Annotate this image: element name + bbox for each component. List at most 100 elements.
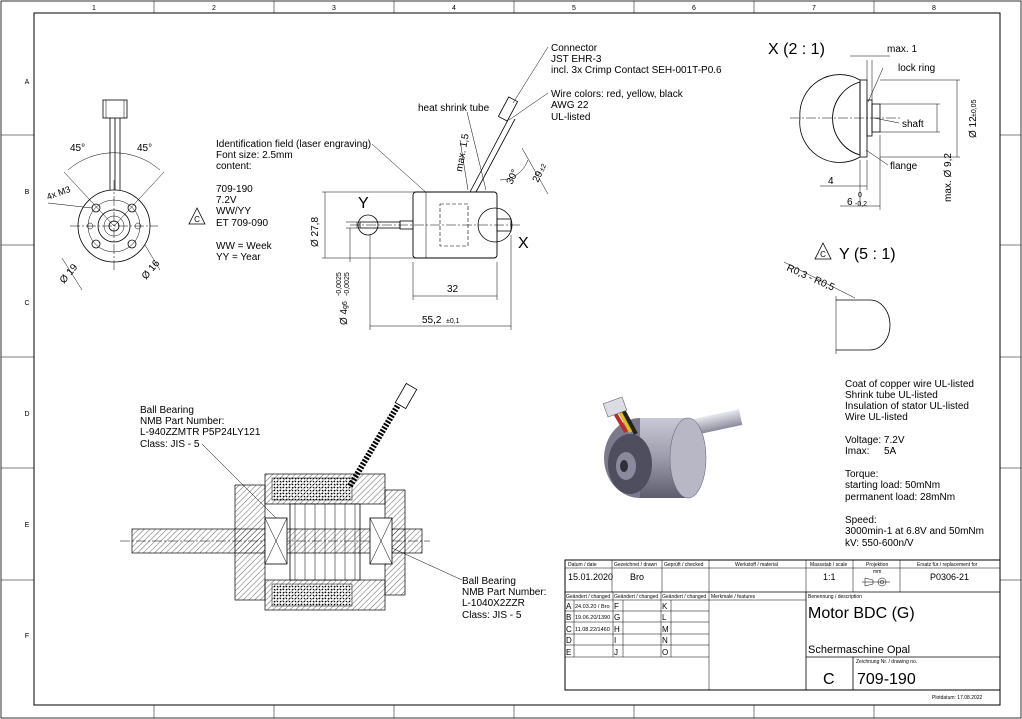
note-2: Shrink tube UL-listed bbox=[845, 390, 938, 401]
id-field-line4: ET 709-090 bbox=[216, 218, 269, 229]
wire-ul: UL-listed bbox=[551, 112, 590, 123]
detail-x-dim4: 4 bbox=[828, 176, 834, 187]
col-label: 2 bbox=[212, 5, 216, 12]
id-field-line2: 7.2V bbox=[216, 195, 237, 206]
tb-h-description: Benennung / description bbox=[808, 594, 862, 600]
shaft-fit-label: g6 bbox=[342, 301, 349, 309]
bearing1-pn-label: NMB Part Number: bbox=[140, 416, 224, 427]
detail-x-dia12: Ø 12 bbox=[968, 116, 979, 138]
tb-rev-d: D bbox=[566, 636, 572, 645]
detail-x-dim6: 6 bbox=[847, 197, 853, 208]
max-15-label: max. 1,5 bbox=[454, 132, 472, 172]
tb-date: 15.01.2020 bbox=[568, 572, 613, 582]
id-field-content: content: bbox=[216, 161, 252, 172]
note-speed: Speed: bbox=[845, 515, 877, 526]
detail-x-dia92: max. Ø 9,2 bbox=[943, 153, 954, 202]
tb-revision: C bbox=[823, 671, 835, 688]
dim-32-label: 32 bbox=[447, 284, 459, 295]
note-voltage: Voltage: 7.2V bbox=[845, 435, 905, 446]
tb-h-features: Merkmale / features bbox=[711, 594, 756, 600]
id-field-yy: YY = Year bbox=[216, 252, 261, 263]
heat-shrink-label: heat shrink tube bbox=[418, 103, 490, 114]
tb-rev-e: E bbox=[566, 648, 571, 657]
detail-x-shaft: shaft bbox=[902, 119, 924, 130]
connector-contact: incl. 3x Crimp Contact SEH-001T-P0.6 bbox=[551, 65, 722, 76]
tb-scale: 1:1 bbox=[823, 572, 836, 582]
col-label: 3 bbox=[332, 5, 336, 12]
detail-x-dim6-tol-upper: 0 bbox=[858, 192, 862, 199]
tb-rev-n: N bbox=[662, 636, 668, 645]
note-3: Insulation of stator UL-listed bbox=[845, 401, 969, 412]
tb-rev-c-text: 11.08.22/1460 bbox=[575, 627, 610, 633]
tb-h-checked: Geprüft / checked bbox=[664, 562, 704, 568]
label-x: X bbox=[518, 235, 529, 252]
col-label: 5 bbox=[572, 5, 576, 12]
front-view bbox=[61, 99, 165, 291]
tb-drawing-no: 709-190 bbox=[857, 671, 916, 688]
bearing2-class: Class: JIS - 5 bbox=[462, 610, 522, 621]
bearing2-title: Ball Bearing bbox=[462, 576, 516, 587]
tb-rev-i: I bbox=[614, 636, 616, 645]
col-label: 6 bbox=[692, 5, 696, 12]
tb-h-drawn: Gezeichnet / drawn bbox=[614, 562, 657, 568]
tb-h-projection: Projektion bbox=[866, 562, 888, 568]
dia-27-label: Ø 27,8 bbox=[310, 217, 321, 247]
row-label: D bbox=[24, 411, 29, 418]
bearing1-class: Class: JIS - 5 bbox=[140, 439, 200, 450]
tb-rev-o: O bbox=[662, 648, 668, 657]
tb-h-material: Werkstoff / material bbox=[735, 562, 778, 568]
shaft-tol-upper: -0,0025 bbox=[336, 272, 343, 296]
col-label: 1 bbox=[92, 5, 96, 12]
detail-y: C Y (5 : 1) R0,3 - R0,5 bbox=[783, 242, 896, 354]
note-torque: Torque: bbox=[845, 469, 878, 480]
detail-x-flange: flange bbox=[890, 161, 918, 172]
detail-y-title: Y (5 : 1) bbox=[839, 246, 896, 263]
screws-label: 4x M3 bbox=[45, 184, 71, 202]
col-label: 8 bbox=[932, 5, 936, 12]
tb-replacement: P0306-21 bbox=[930, 572, 969, 582]
id-field-ww: WW = Week bbox=[216, 241, 273, 252]
tb-rev-g: G bbox=[614, 613, 620, 622]
bearing-callout-2: Ball Bearing NMB Part Number: L-1040X2ZZ… bbox=[462, 576, 546, 621]
id-field-line3: WW/YY bbox=[216, 206, 251, 217]
tb-h-projection-unit: mm bbox=[873, 569, 881, 575]
tb-rev-m: M bbox=[662, 625, 669, 634]
tb-rev-k: K bbox=[662, 602, 668, 611]
note-kv: kV: 550-600n/V bbox=[845, 538, 914, 549]
tb-drawn: Bro bbox=[630, 572, 644, 582]
dim-55-label: 55,2 bbox=[422, 315, 442, 326]
motor-render bbox=[602, 396, 743, 499]
detail-x bbox=[790, 55, 960, 210]
row-label: F bbox=[25, 633, 29, 640]
tb-rev-h: H bbox=[614, 625, 620, 634]
row-label: C bbox=[24, 300, 29, 307]
tb-rev-b: B bbox=[566, 613, 571, 622]
tb-description: Motor BDC (G) bbox=[808, 605, 915, 622]
detail-x-dim6-tol-lower: -0,2 bbox=[855, 201, 867, 208]
identification-field: Identification field (laser engraving) F… bbox=[216, 139, 371, 263]
note-permanent: permanent load: 28mNm bbox=[845, 492, 955, 503]
tb-rev-l: L bbox=[662, 613, 667, 622]
detail-y-radius: R0,3 - R0,5 bbox=[785, 263, 837, 294]
title-block-values: 15.01.2020 Bro 1:1 P0306-21 A 24.03.20 /… bbox=[566, 572, 969, 688]
dim-55-tol: ±0,1 bbox=[446, 318, 460, 325]
tb-rev-c: C bbox=[566, 625, 572, 634]
wire-awg: AWG 22 bbox=[551, 100, 589, 111]
connector-title: Connector bbox=[551, 43, 598, 54]
bearing-callout-1: Ball Bearing NMB Part Number: L-940ZZMTR… bbox=[140, 405, 261, 450]
connector-type: JST EHR-3 bbox=[551, 54, 602, 65]
title-block-headers: Datum / date Gezeichnet / drawn Geprüft … bbox=[566, 562, 983, 701]
tb-rev-j: J bbox=[614, 648, 618, 657]
id-field-title: Identification field (laser engraving) bbox=[216, 139, 371, 150]
detail-x-lock-ring: lock ring bbox=[898, 63, 935, 74]
angle-right-label: 45° bbox=[137, 143, 152, 154]
section-view bbox=[120, 382, 463, 611]
detail-x-dia12-tol: ±0,05 bbox=[971, 99, 978, 117]
tb-rev-b-text: 19.06.20/1390 bbox=[575, 615, 610, 621]
tb-h-drawing-no: Zeichnung Nr. / drawing no. bbox=[856, 659, 917, 665]
bearing1-title: Ball Bearing bbox=[140, 405, 194, 416]
angle-left-label: 45° bbox=[70, 143, 85, 154]
tb-h-changed2: Geändert / changed bbox=[614, 594, 658, 600]
id-field-font-size: Font size: 2.5mm bbox=[216, 150, 293, 161]
